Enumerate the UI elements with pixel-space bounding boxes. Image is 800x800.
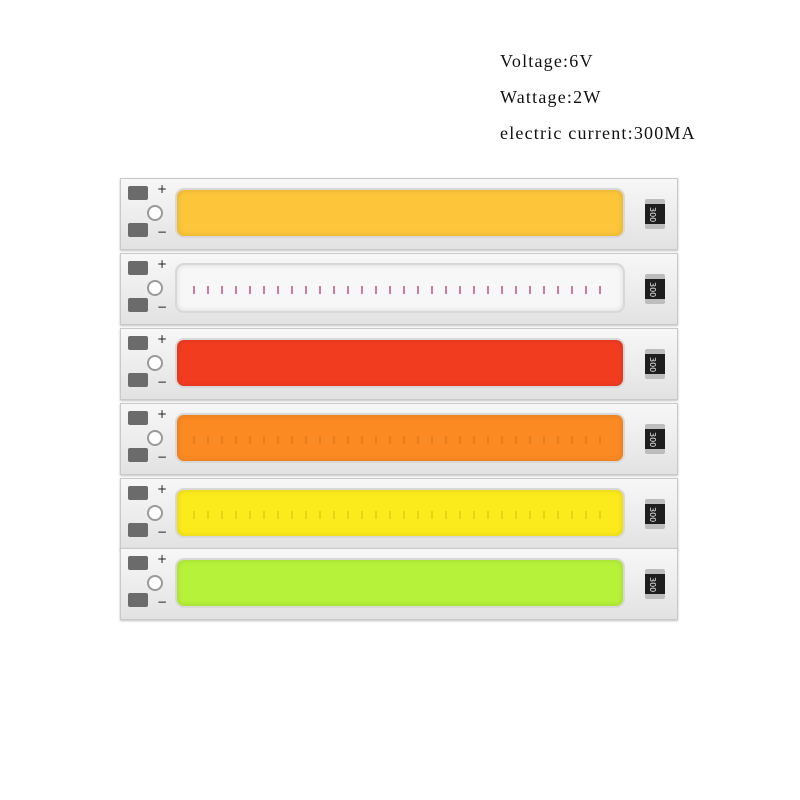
mounting-hole [147, 575, 163, 591]
minus-label: − [157, 375, 168, 389]
solder-pad-negative [128, 523, 148, 537]
plus-label: + [157, 552, 168, 566]
minus-label: − [157, 525, 168, 539]
solder-pad-positive [128, 556, 148, 570]
spec-block: Voltage:6V Wattage:2W electric current:3… [500, 50, 696, 158]
cob-board-white: + − 300 [120, 253, 678, 325]
mounting-hole [147, 280, 163, 296]
mounting-hole [147, 430, 163, 446]
led-strip [175, 413, 625, 463]
minus-label: − [157, 300, 168, 314]
solder-pad-positive [128, 411, 148, 425]
smd-resistor: 300 [645, 424, 665, 454]
cob-board-warm-yellow: + − 300 [120, 178, 678, 250]
led-chip-row [193, 436, 607, 444]
solder-pad-positive [128, 336, 148, 350]
solder-pad-positive [128, 261, 148, 275]
solder-pad-negative [128, 223, 148, 237]
plus-label: + [157, 182, 168, 196]
mounting-hole [147, 355, 163, 371]
led-chip-row [193, 286, 607, 294]
solder-pad-negative [128, 593, 148, 607]
solder-pad-negative [128, 448, 148, 462]
led-strip [175, 558, 625, 608]
plus-label: + [157, 332, 168, 346]
smd-resistor: 300 [645, 199, 665, 229]
solder-pad-negative [128, 298, 148, 312]
minus-label: − [157, 450, 168, 464]
cob-board-orange: + − 300 [120, 403, 678, 475]
solder-pad-negative [128, 373, 148, 387]
smd-resistor: 300 [645, 499, 665, 529]
mounting-hole [147, 505, 163, 521]
led-chip-row [193, 511, 607, 519]
minus-label: − [157, 225, 168, 239]
wattage-spec: Wattage:2W [500, 87, 602, 107]
minus-label: − [157, 595, 168, 609]
smd-resistor: 300 [645, 349, 665, 379]
solder-pad-positive [128, 486, 148, 500]
led-strip [175, 338, 625, 388]
cob-board-red: + − 300 [120, 328, 678, 400]
led-strip [175, 188, 625, 238]
mounting-hole [147, 205, 163, 221]
smd-resistor: 300 [645, 569, 665, 599]
plus-label: + [157, 482, 168, 496]
led-strip [175, 488, 625, 538]
voltage-spec: Voltage:6V [500, 51, 594, 71]
smd-resistor: 300 [645, 274, 665, 304]
current-spec: electric current:300MA [500, 123, 696, 143]
plus-label: + [157, 407, 168, 421]
solder-pad-positive [128, 186, 148, 200]
cob-board-green: + − 300 [120, 548, 678, 620]
plus-label: + [157, 257, 168, 271]
cob-board-yellow: + − 300 [120, 478, 678, 550]
led-strip [175, 263, 625, 313]
